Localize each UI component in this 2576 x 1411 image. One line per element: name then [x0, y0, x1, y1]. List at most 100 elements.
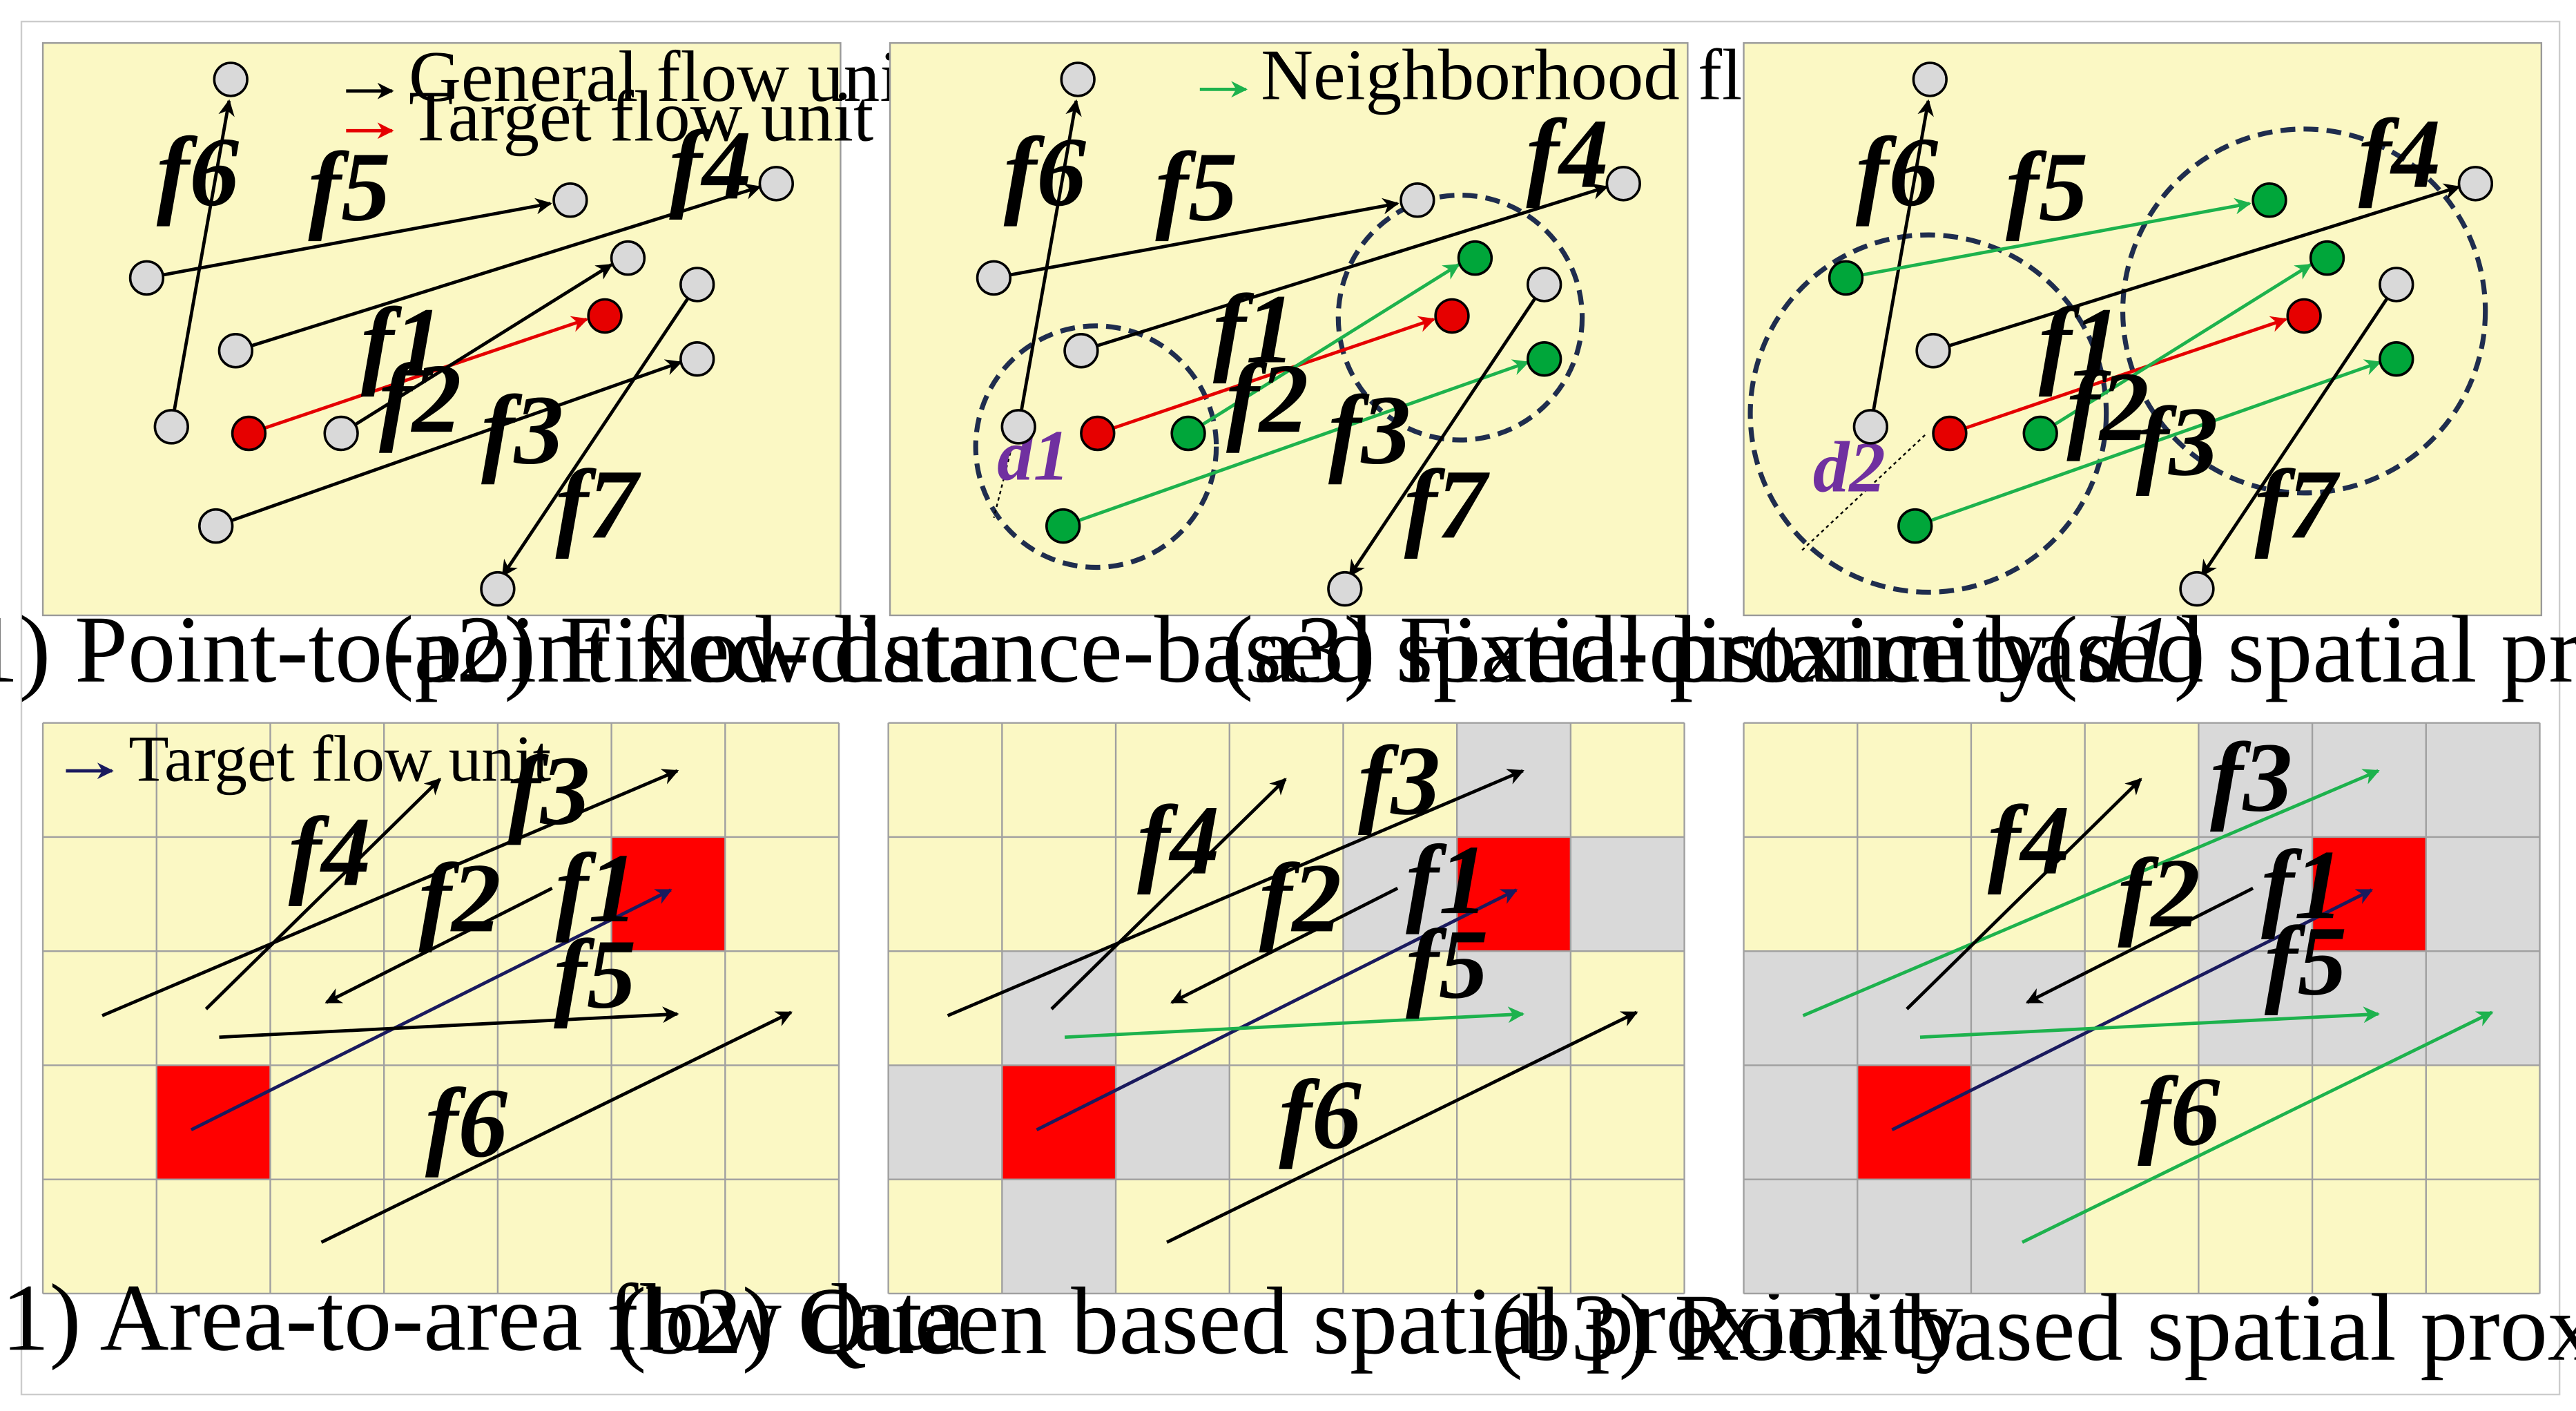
node-target: [231, 415, 267, 452]
figure-border: [20, 20, 2561, 1396]
cell-neighbor: [2425, 836, 2540, 952]
flow-label-f3: f3: [1358, 726, 1440, 836]
cell-neighbor: [1970, 1065, 2085, 1180]
cell-neighbor: [1570, 836, 1685, 952]
node: [2179, 570, 2215, 607]
flow-f1-target: [1949, 316, 2288, 435]
flows-a1: [146, 99, 762, 577]
node-neighbor: [1457, 240, 1493, 276]
flow-f5: [219, 1006, 679, 1039]
panel-a2-background: [889, 42, 1689, 617]
flow-label-f1: f1: [1213, 274, 1295, 384]
flows-b1: [101, 769, 793, 1244]
panel-b2: f3 f4 f2 f1 f5 f6: [887, 722, 1685, 1295]
flow-label-f7: f7: [2255, 450, 2341, 559]
caption-a1: (a1) Point-to-point flow data: [0, 596, 993, 702]
flow-label-f3: f3: [481, 375, 563, 485]
flow-label-f5: f5: [308, 132, 390, 242]
node: [1527, 267, 1562, 303]
flow-label-f6: f6: [157, 117, 240, 227]
flow-label-f6: f6: [1279, 1060, 1362, 1170]
panel-b3: f3 f4 f2 f1 f5 f6: [1743, 722, 2541, 1295]
flow-f3: [101, 769, 679, 1017]
legend-general-label: General flow unit: [409, 36, 920, 117]
flow-label-f5: f5: [2265, 906, 2347, 1016]
flow-f3-neighbor: [1062, 359, 1530, 528]
node-target: [2286, 298, 2322, 334]
flow-label-f6: f6: [2138, 1057, 2220, 1167]
node: [1000, 409, 1036, 445]
flow-f4: [235, 183, 762, 353]
flow-f6-neighbor: [2021, 1010, 2494, 1244]
proximity-circle-destination: [1335, 193, 1585, 443]
node: [1327, 570, 1363, 607]
flow-f6: [1016, 99, 1082, 428]
flows-a3: [1846, 99, 2461, 577]
flow-f1-target: [1097, 316, 1436, 435]
node: [1915, 333, 1951, 369]
flow-f6: [1868, 99, 1934, 428]
flow-f3: [947, 769, 1524, 1017]
flow-f1-target: [1036, 888, 1518, 1131]
legend-target-label: Target flow unit: [409, 75, 873, 156]
labels-b1: f3 f4 f2 f1 f5 f6: [289, 736, 638, 1179]
node-neighbor: [1170, 415, 1206, 452]
flow-f2-neighbor: [1187, 263, 1460, 435]
cell-neighbor: [1743, 1065, 1858, 1180]
flow-f2: [325, 887, 553, 1004]
flow-label-f6: f6: [1856, 117, 1939, 227]
cell-target-origin: [1002, 1065, 1116, 1180]
flow-f6: [1166, 1010, 1638, 1244]
node: [679, 267, 715, 303]
cell-neighbor: [2198, 951, 2540, 1066]
grid-b1: [41, 722, 840, 1295]
node-neighbor: [2022, 415, 2058, 452]
labels-b2: f3 f4 f2 f1 f5 f6: [1137, 726, 1488, 1170]
flow-f6: [320, 1010, 793, 1244]
flow-label-f2: f2: [2118, 838, 2200, 948]
node-target: [587, 298, 623, 334]
flow-f3: [215, 359, 683, 528]
node: [2457, 166, 2494, 202]
nodes-a2: [976, 61, 1641, 607]
labels-b3: f3 f4 f2 f1 f5 f6: [1988, 722, 2347, 1167]
flow-f5: [146, 198, 552, 280]
flow-f5: [993, 198, 1400, 280]
flow-label-f2: f2: [1226, 344, 1308, 454]
flow-f2: [1170, 887, 1399, 1004]
node: [1063, 333, 1099, 369]
node-neighbor: [2379, 340, 2414, 377]
proximity-circle-origin: [973, 323, 1219, 570]
labels-a2: f6 f5 f4 f1 f2 f3 f7: [1004, 99, 1609, 559]
flow-label-f4: f4: [289, 797, 371, 907]
caption-a3-prefix: (a3) Fixed-distance based spatial proxim…: [1221, 596, 2576, 702]
flow-label-f4: f4: [1526, 99, 1608, 209]
flow-label-f7: f7: [1404, 450, 1491, 559]
flow-label-f6: f6: [1004, 117, 1087, 227]
node: [213, 61, 249, 97]
node-target: [1932, 415, 1968, 452]
flow-label-f2: f2: [379, 344, 461, 454]
flow-f7: [2200, 283, 2398, 577]
nodes-a1: [128, 61, 794, 607]
flow-label-f1: f1: [361, 287, 443, 397]
labels-a3: f6 f5 f4 f1 f2 f3 f7: [1856, 99, 2441, 559]
legend-target-area-label: Target flow unit: [128, 722, 551, 795]
node-neighbor: [1527, 340, 1562, 377]
node: [1852, 409, 1888, 445]
flow-f4: [1081, 183, 1609, 353]
cell-neighbor: [1343, 836, 1458, 952]
node: [552, 182, 588, 218]
flow-f3-neighbor: [1914, 359, 2382, 528]
flow-label-f3: f3: [2210, 722, 2292, 832]
legend-b1: Target flow unit: [66, 722, 551, 796]
flow-label-f3: f3: [507, 736, 590, 846]
panel-a3-background: [1743, 42, 2543, 617]
panel-a1-background: [41, 42, 842, 617]
flow-f3-neighbor: [1802, 769, 2380, 1017]
cell-neighbor: [1743, 951, 2085, 1066]
legend-a1: General flow unit Target flow unit: [346, 36, 920, 157]
flows-b2: [947, 769, 1638, 1244]
flow-f5-neighbor: [1919, 1006, 2380, 1039]
